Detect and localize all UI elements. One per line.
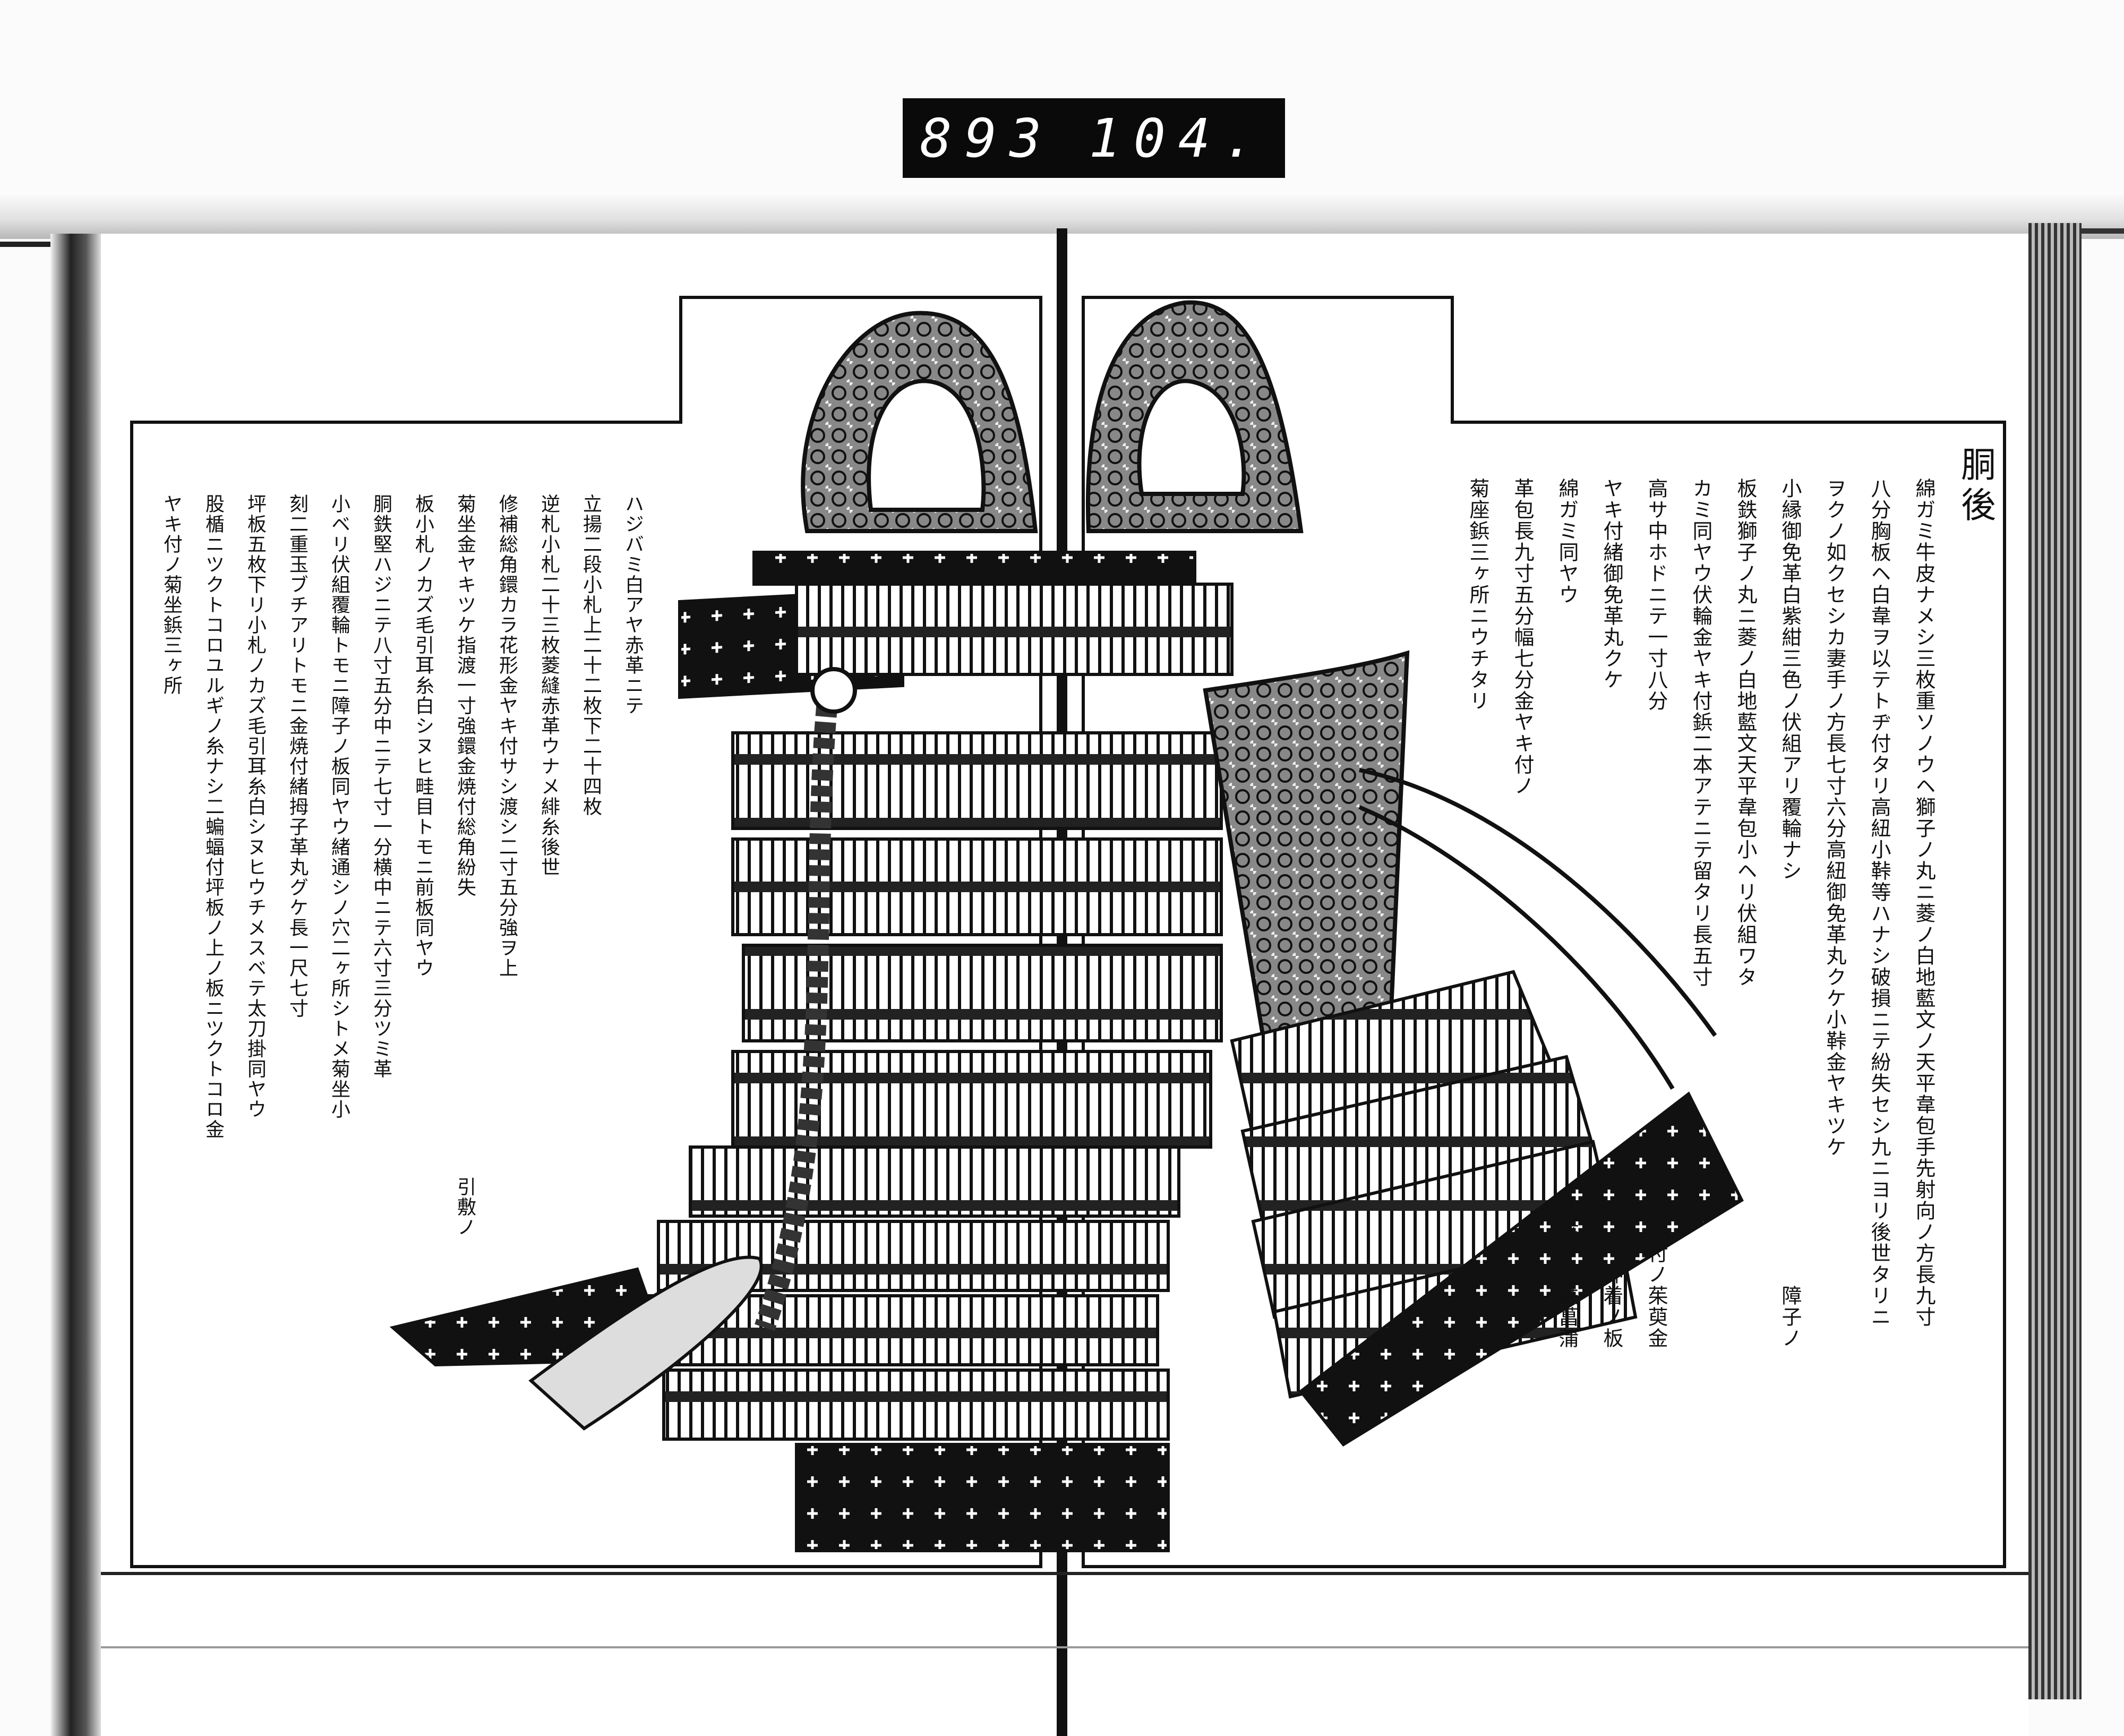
column-text: 高サ中ホドニテ一寸八分 [1645,478,1668,712]
column-text: 立揚二段小札上二十二枚下二十四枚 [580,494,602,817]
text-column: 股楯ニツクトコロユルギノ糸ナシ二蝙蝠付坪板ノ上ノ板ニツクトコロ金 [201,494,225,1237]
bottom-rule [101,1646,2028,1648]
text-column: 八分胸板ヘ白韋ヲ以テトヂ付タリ高紐小鞐等ハナシ破損ニテ紛失セシ九ニヨリ後世タリニ [1867,478,1891,1349]
column-tail: 押着ノ板 [1600,1264,1623,1349]
text-column: ハジバミ白アヤ赤革ニテ [621,494,644,1237]
column-text: 逆札小札二十三枚菱縫赤革ウナメ緋糸後世 [538,494,560,877]
armor-illustration [389,300,1744,1552]
text-column: 坪板五枚下リ小札ノカズ毛引耳糸白シヌヒウチメスベテ太刀掛同ヤウ [243,494,267,1237]
book-spine-left [50,234,101,1736]
column-tail: 假粧ノ板鉄菖蒲 [1555,1200,1579,1349]
column-text: 綿ガミ牛皮ナメシ三枚重ソノウヘ獅子ノ丸ニ菱ノ白地藍文ノ天平韋包手先射向ノ方長九寸 [1912,478,1935,1328]
book-cover-edge [2082,228,2124,234]
column-text: 菊坐金ヤキツケ指渡一寸強鐶金焼付総角紛失 [454,494,476,897]
column-text: ヤキ付ノ菊坐鋲三ヶ所 [160,494,182,696]
column-tail: 引敷ノ [454,1177,476,1237]
text-column: 板小札ノカズ毛引耳糸白シヌヒ畦目トモニ前板同ヤウ [411,494,434,1237]
book-page-edges-right [2028,223,2082,1699]
text-column: 修補総角鐶カラ花形金ヤキ付サシ渡シ二寸五分強ヲ上 [495,494,518,1237]
bottom-rule [101,1572,2028,1575]
tassel [528,1255,763,1431]
label-number-right: 104. [1089,107,1268,169]
column-text: カミ同ヤウ伏輪金ヤキ付鋲二本アテニテ留タリ長五寸 [1689,478,1712,988]
column-text: 刻二重玉ブチアリトモニ金焼付緒拇子革丸グケ長一尺七寸 [286,494,308,1019]
text-column: 刻二重玉ブチアリトモニ金焼付緒拇子革丸グケ長一尺七寸 [285,494,309,1237]
column-text: 板小札ノカズ毛引耳糸白シヌヒ畦目トモニ前板同ヤウ [412,494,434,978]
text-column: 高サ中ホドニテ一寸八分袖付ノ茱萸金 [1644,478,1668,1349]
sendan-plate [1203,650,1410,1049]
text-column: 立揚二段小札上二十二枚下二十四枚 [579,494,602,1237]
book-cover-edge [0,242,50,247]
text-column: 板鉄獅子ノ丸ニ菱ノ白地藍文天平韋包小ヘリ伏組ワタ [1733,478,1758,1349]
text-column: カミ同ヤウ伏輪金ヤキ付鋲二本アテニテ留タリ長五寸 [1689,478,1713,1349]
tasset-right [1298,1091,1744,1447]
text-frame-right [1082,296,2006,1568]
column-text: 小縁御免革白紫紺三色ノ伏組アリ覆輪ナシ [1778,478,1802,882]
label-number-left: 893 [920,107,1055,169]
catalog-label: 893 104. [903,98,1285,178]
text-column: 小縁御免革白紫紺三色ノ伏組アリ覆輪ナシ障子ノ [1778,478,1802,1349]
column-text: 板鉄獅子ノ丸ニ菱ノ白地藍文天平韋包小ヘリ伏組ワタ [1734,478,1757,988]
text-column: 胴鉄堅ハジニテ八寸五分中ニテ七寸一分横中ニテ六寸三分ツミ革 [369,494,392,1237]
left-page-text: ハジバミ白アヤ赤革ニテ 立揚二段小札上二十二枚下二十四枚 逆札小札二十三枚菱縫赤… [159,494,644,1237]
column-text: ハジバミ白アヤ赤革ニテ [622,494,644,716]
text-column: 菊坐金ヤキツケ指渡一寸強鐶金焼付総角紛失引敷ノ [453,494,476,1237]
right-page-text: 胴後 綿ガミ牛皮ナメシ三枚重ソノウヘ獅子ノ丸ニ菱ノ白地藍文ノ天平韋包手先射向ノ方… [1466,446,1996,1349]
column-text: 修補総角鐶カラ花形金ヤキ付サシ渡シ二寸五分強ヲ上 [496,494,518,978]
text-column: ヤキ付緒御免革丸クケ押着ノ板 [1599,478,1624,1349]
column-text: 胴鉄堅ハジニテ八寸五分中ニテ七寸一分横中ニテ六寸三分ツミ革 [370,494,392,1079]
text-column: 革包長九寸五分幅七分金ヤキ付ノ [1510,478,1535,1349]
text-column: 小ベリ伏組覆輪トモニ障子ノ板同ヤウ緒通シノ穴二ヶ所シトメ菊坐小 [327,494,350,1237]
text-column: 綿ガミ牛皮ナメシ三枚重ソノウヘ獅子ノ丸ニ菱ノ白地藍文ノ天平韋包手先射向ノ方長九寸 [1912,478,1936,1349]
text-column: ヤキ付ノ菊坐鋲三ヶ所 [159,494,183,1237]
column-text: ヤキ付緒御免革丸クケ [1600,478,1623,690]
column-text: 菊座鋲三ヶ所ニウチタリ [1466,478,1489,712]
column-tail: 障子ノ [1778,1285,1802,1349]
column-text: 小ベリ伏組覆輪トモニ障子ノ板同ヤウ緒通シノ穴二ヶ所シトメ菊坐小 [328,494,350,1119]
section-title: 胴後 [1955,446,1996,527]
column-tail: 袖付ノ茱萸金 [1645,1221,1668,1349]
column-text: 股楯ニツクトコロユルギノ糸ナシ二蝙蝠付坪板ノ上ノ板ニツクトコロ金 [202,494,224,1140]
text-column: 綿ガミ同ヤウ假粧ノ板鉄菖蒲 [1555,478,1579,1349]
column-text: ヲクノ如クセシカ妻手ノ方長七寸六分高紐御免革丸クケ小鞐金ヤキツケ [1823,478,1846,1158]
text-column: 菊座鋲三ヶ所ニウチタリ [1466,478,1490,1349]
column-text: 八分胸板ヘ白韋ヲ以テトヂ付タリ高紐小鞐等ハナシ破損ニテ紛失セシ九ニヨリ後世タリニ [1868,478,1891,1328]
text-column: ヲクノ如クセシカ妻手ノ方長七寸六分高紐御免革丸クケ小鞐金ヤキツケ [1822,478,1847,1349]
column-text: 坪板五枚下リ小札ノカズ毛引耳糸白シヌヒウチメスベテ太刀掛同ヤウ [244,494,266,1119]
text-frame-left [130,296,1042,1568]
text-column: 逆札小札二十三枚菱縫赤革ウナメ緋糸後世 [537,494,560,1237]
column-text: 革包長九寸五分幅七分金ヤキ付ノ [1511,478,1534,797]
column-text: 綿ガミ同ヤウ [1555,478,1579,605]
agemaki-cord [755,689,839,1331]
